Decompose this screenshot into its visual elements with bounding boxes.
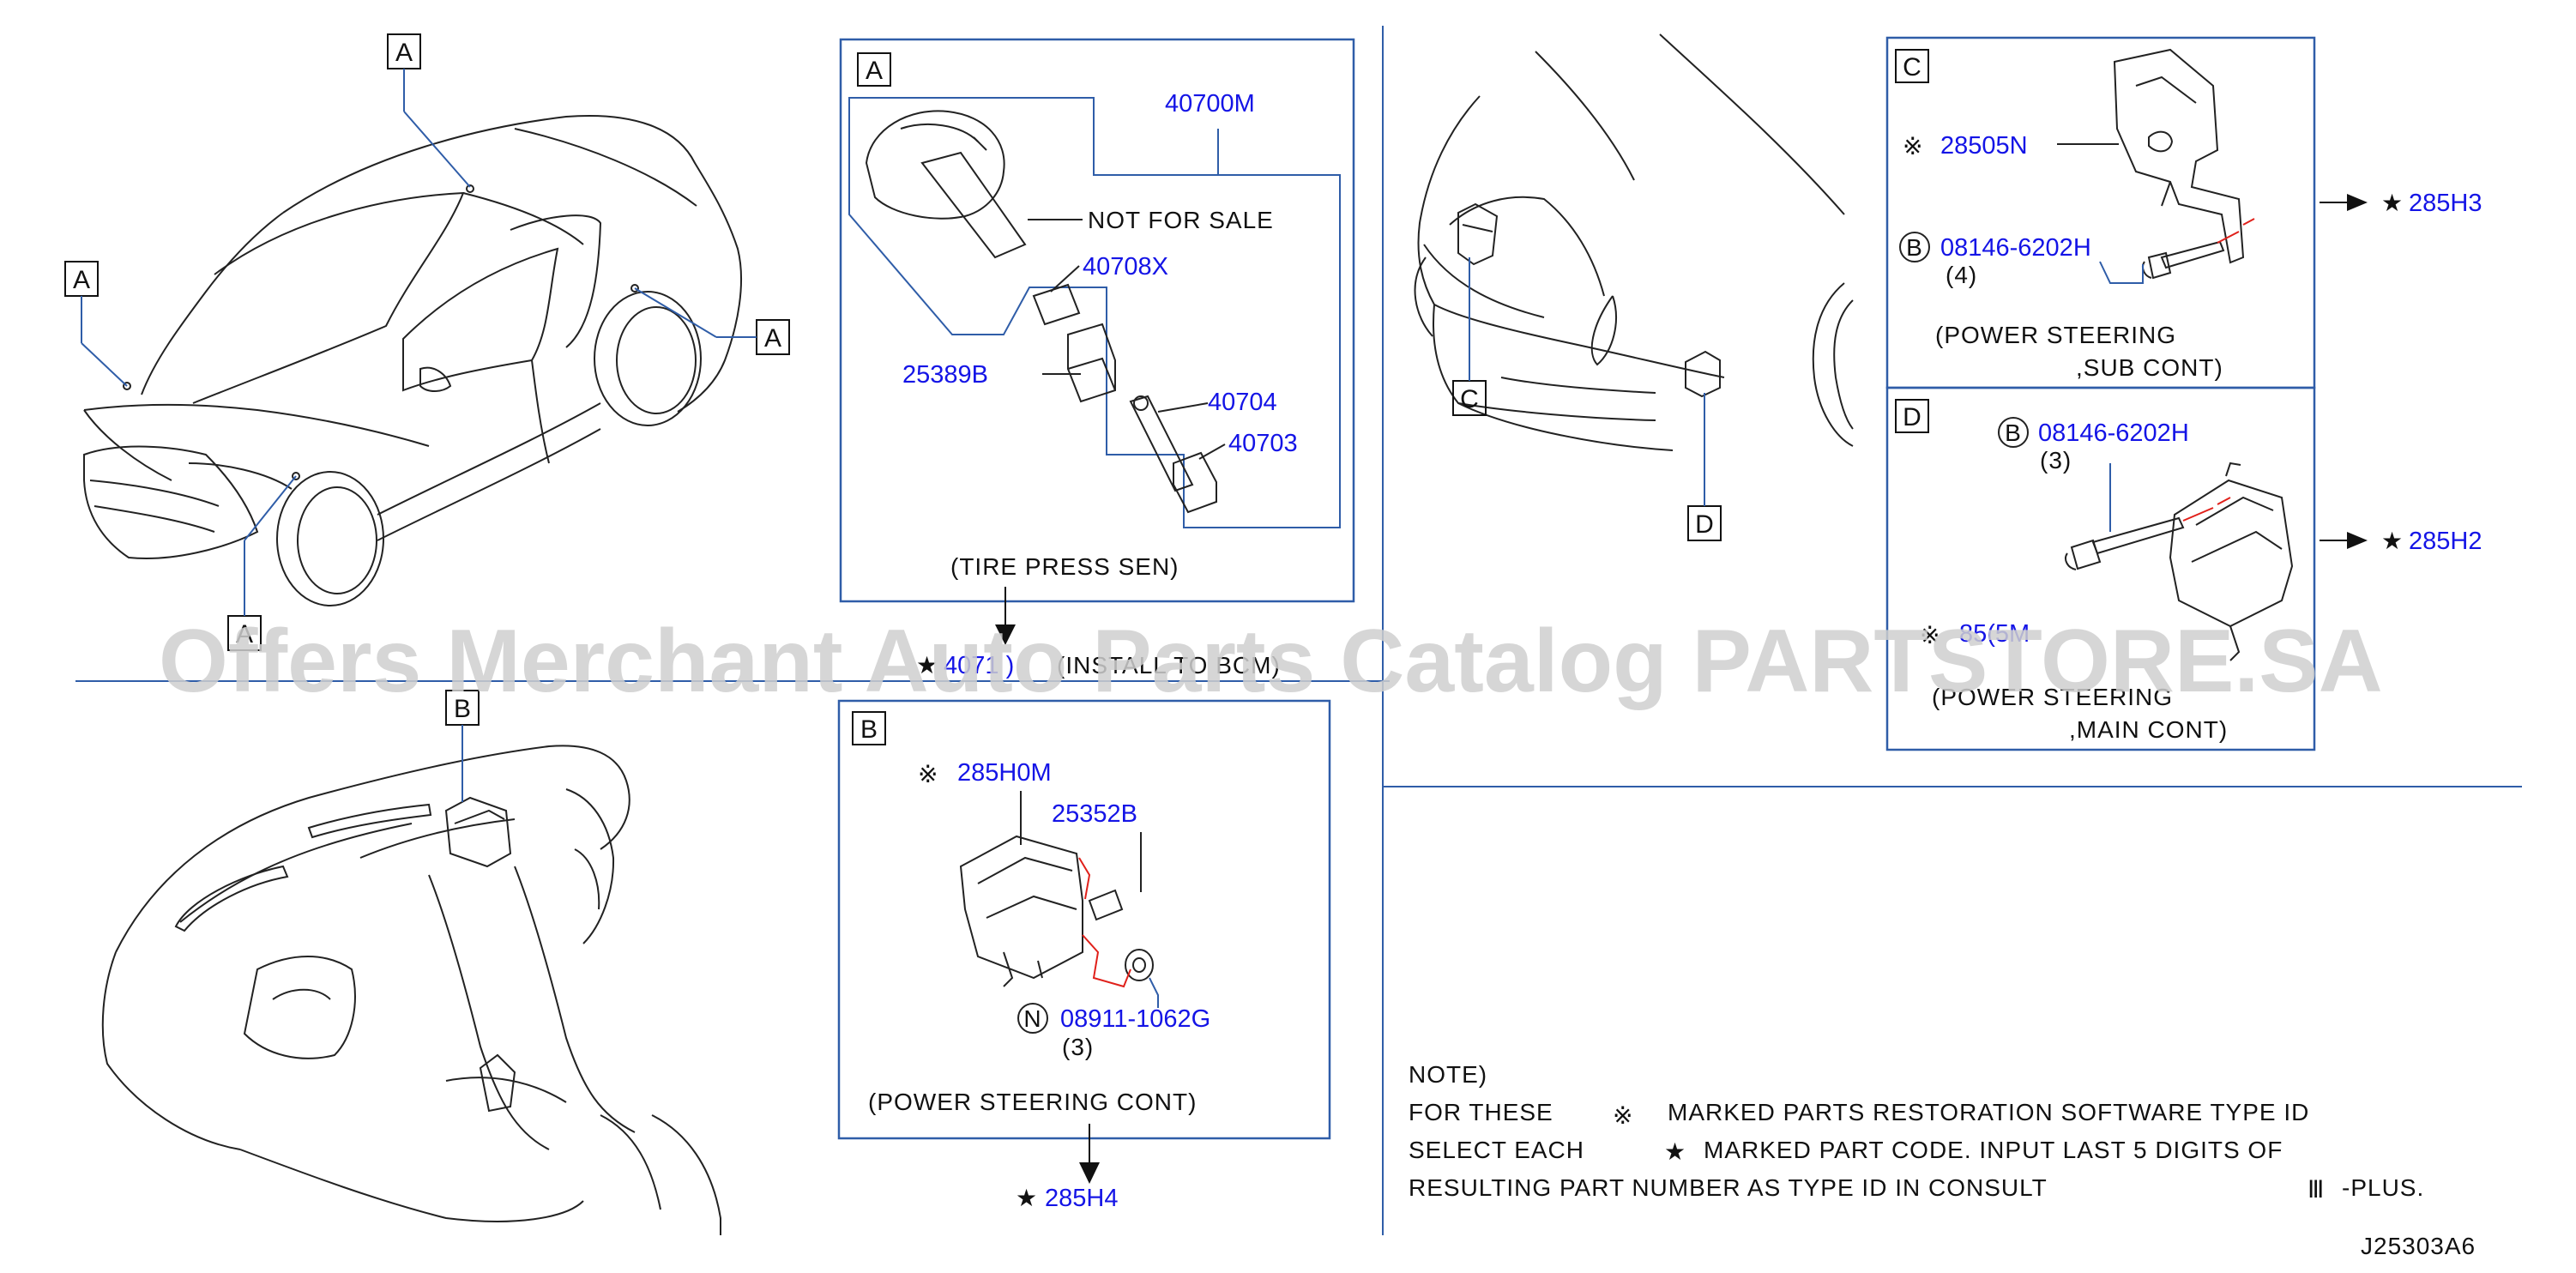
asterisk-285h0m: ※ (918, 761, 938, 787)
label-a-left: A (73, 266, 90, 294)
star-285h3: ★ (2381, 190, 2404, 216)
tire-press-sen-caption: (TIRE PRESS SEN) (950, 553, 1179, 580)
part-40704: 40704 (1208, 389, 1277, 416)
part-285h0m: 285H0M (957, 759, 1052, 787)
install-to-bcm-note: ★ 4071 ) (INSTALL TO BCM) (916, 587, 1281, 679)
part-40708x: 40708X (1083, 253, 1168, 281)
label-a-bottom: A (236, 620, 253, 649)
bolt-08146-c: 08146-6202H (1940, 234, 2091, 262)
note-block: NOTE) FOR THESE ※ MARKED PARTS RESTORATI… (1409, 1061, 2424, 1203)
qty-b: (3) (1062, 1034, 1094, 1060)
note-title: NOTE) (1409, 1061, 1487, 1088)
circled-b-d: B (2005, 419, 2022, 446)
not-for-sale-text: NOT FOR SALE (1088, 207, 1274, 233)
ref-285h2: ★ 285H2 (2320, 528, 2482, 555)
note-roman-three: Ⅲ (2308, 1176, 2325, 1203)
note-line3b: -PLUS. (2342, 1174, 2424, 1201)
main-cont-caption-1: (POWER STEERING (1932, 684, 2173, 710)
callout-a-top: A (387, 33, 471, 188)
main-cont-unit-icon (2169, 462, 2294, 661)
ref-285h3: ★ 285H3 (2320, 190, 2482, 217)
part-285m: 85(5M (1959, 620, 2030, 648)
panel-d-label: D (1903, 403, 1921, 431)
connector-icon (1088, 889, 1124, 921)
panel-c-label: C (1903, 53, 1921, 81)
circled-b-c: B (1906, 234, 1923, 261)
callout-d-vehicle: D (1687, 393, 1722, 541)
install-star: ★ (916, 652, 938, 679)
note-line1b: MARKED PARTS RESTORATION SOFTWARE TYPE I… (1668, 1099, 2309, 1125)
main-cont-caption-2: ,MAIN CONT) (2069, 716, 2228, 743)
part-40703: 40703 (1228, 430, 1298, 457)
note-asterisk: ※ (1613, 1102, 1633, 1129)
part-25389b: 25389B (902, 361, 988, 389)
qty-d: (3) (2040, 447, 2072, 474)
grommet-icon (1067, 323, 1116, 403)
valve-icon (1129, 395, 1194, 492)
panel-a-tire-sensor: A 40700M NOT FOR SALE 40708X (839, 38, 1355, 603)
label-a-right: A (764, 324, 781, 353)
panel-b-label: B (860, 715, 878, 744)
note-star: ★ (1664, 1138, 1686, 1165)
tire-sensor-icon (865, 110, 1027, 259)
bolt-icon-d (2065, 516, 2185, 570)
note-line2b: MARKED PART CODE. INPUT LAST 5 DIGITS OF (1704, 1137, 2283, 1163)
panel-b-power-steering-cont: B ※ 285H0M 25352B N 08911-1062G (3) (POW… (837, 699, 1331, 1140)
front-car-illustration (1414, 33, 1854, 451)
valve-cap-icon (1032, 283, 1081, 326)
part-28505n: 28505N (1940, 132, 2028, 160)
star-285h4: ★ (1016, 1185, 1038, 1211)
valve-nut-icon (1173, 451, 1217, 514)
circled-n: N (1023, 1005, 1041, 1032)
note-line1a: FOR THESE (1409, 1099, 1553, 1125)
label-c-vehicle: C (1460, 385, 1479, 413)
diagram-code: J25303A6 (2361, 1233, 2476, 1259)
install-code: 4071 ) (944, 652, 1014, 679)
star-285h2: ★ (2381, 528, 2404, 554)
sub-cont-caption-2: ,SUB CONT) (2076, 354, 2223, 381)
bolt-08911: 08911-1062G (1060, 1005, 1210, 1033)
sub-cont-bracket-icon (2113, 48, 2245, 264)
sub-cont-caption-1: (POWER STEERING (1935, 322, 2176, 348)
section-dividers (75, 26, 2522, 1235)
watermark: Offers Merchant Auto Parts Catalog PARTS… (159, 612, 2383, 711)
callout-a-bottom: A (227, 475, 297, 651)
bolt-icon-c (2142, 240, 2225, 280)
part-25352b: 25352B (1052, 800, 1137, 828)
ref-285h4: ★ 285H4 (1016, 1124, 1118, 1212)
label-b-dashboard: B (454, 695, 471, 723)
qty-c: (4) (1946, 262, 1977, 288)
callout-a-left: A (64, 261, 128, 387)
power-steering-cont-caption: (POWER STEERING CONT) (868, 1089, 1197, 1115)
callout-b-dashboard: B (445, 690, 480, 802)
callout-a-right: A (634, 287, 790, 355)
bolt-08146-d: 08146-6202H (2038, 419, 2189, 447)
ref-285h4-text: 285H4 (1045, 1185, 1118, 1212)
ref-285h2-text: 285H2 (2409, 528, 2482, 555)
part-40700m: 40700M (1165, 90, 1255, 118)
install-to-bcm-text: (INSTALL TO BCM) (1057, 652, 1281, 679)
panel-d-main-cont: D B 08146-6202H (3) ※ 85(5M (POWER STEER… (1885, 386, 2316, 751)
dashboard-illustration (101, 745, 721, 1235)
asterisk-28505n: ※ (1903, 133, 1923, 160)
car-overview-illustration (83, 115, 742, 606)
steering-cont-unit-icon (959, 835, 1083, 987)
note-line2a: SELECT EACH (1409, 1137, 1584, 1163)
asterisk-285m: ※ (1920, 622, 1940, 649)
nut-icon (1125, 949, 1154, 981)
label-a-top: A (395, 39, 413, 67)
callout-c-vehicle: C (1452, 257, 1487, 416)
panel-c-sub-cont: C ※ 28505N B 08146-6202H (4) (POWER STEE… (1885, 36, 2316, 389)
ref-285h3-text: 285H3 (2409, 190, 2482, 217)
label-d-vehicle: D (1695, 510, 1714, 539)
note-line3a: RESULTING PART NUMBER AS TYPE ID IN CONS… (1409, 1174, 2048, 1201)
panel-a-label: A (866, 57, 883, 85)
